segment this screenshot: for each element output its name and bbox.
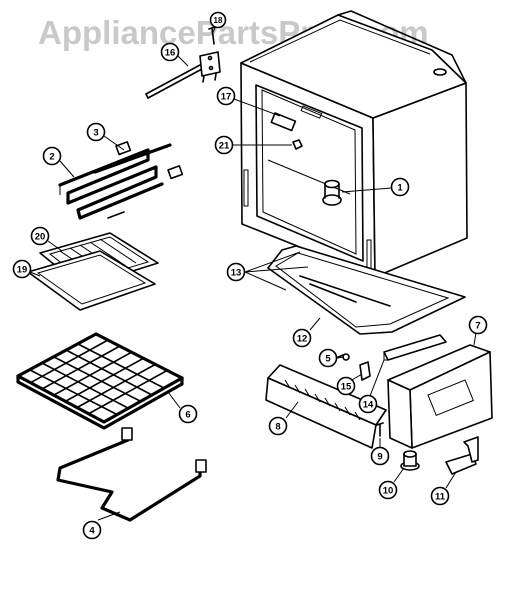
callout: 12: [292, 328, 312, 348]
callout-label: 16: [165, 48, 176, 59]
callout: 3: [86, 122, 106, 142]
oven-rack: [16, 332, 184, 430]
broil-pan: [27, 250, 156, 311]
callout: 20: [30, 226, 50, 246]
broil-element: [58, 141, 184, 220]
oven-cavity: [240, 10, 468, 278]
callout-label: 12: [297, 334, 308, 345]
kick-panel: [265, 364, 387, 449]
callout: 5: [318, 348, 338, 368]
callout: 11: [430, 486, 450, 506]
callout: 17: [216, 86, 236, 106]
callout: 15: [336, 376, 356, 396]
callout-label: 20: [35, 232, 46, 243]
leader-lines: [29, 25, 477, 521]
callout-label: 17: [221, 92, 232, 103]
callout-label: 8: [275, 422, 280, 433]
callout-label: 18: [214, 16, 223, 25]
callout-label: 3: [93, 128, 98, 139]
callout: 14: [358, 394, 378, 414]
callout-label: 1: [397, 183, 403, 194]
callout: 13: [226, 262, 246, 282]
callout: 21: [214, 135, 234, 155]
callout: 6: [178, 404, 198, 424]
callout: 8: [268, 416, 288, 436]
callout: 18: [209, 11, 227, 29]
oven-sensor-probe: [145, 51, 221, 99]
callout-label: 10: [383, 486, 394, 497]
callout-label: 7: [475, 321, 480, 332]
callout-label: 4: [89, 526, 95, 537]
leg-bracket: [445, 436, 479, 475]
callout-label: 13: [231, 268, 242, 279]
drawer-rail: [383, 334, 447, 361]
callout: 10: [378, 480, 398, 500]
callout: 9: [370, 446, 390, 466]
probe-mounting-screw: [208, 26, 216, 45]
callout-label: 11: [435, 492, 446, 503]
bake-element: [56, 427, 207, 522]
leveling-leg: [400, 450, 420, 471]
mounting-bracket: [359, 361, 371, 381]
callout-label: 21: [219, 141, 230, 152]
callout: 19: [12, 259, 32, 279]
callout-label: 2: [49, 152, 54, 163]
callout-label: 15: [341, 382, 352, 393]
callout: 7: [468, 315, 488, 335]
oven-bottom-panel: [267, 245, 466, 335]
callout-label: 6: [185, 410, 190, 421]
callout-label: 19: [17, 265, 28, 276]
callout: 4: [82, 520, 102, 540]
small-screw: [376, 422, 384, 437]
callout: 1: [390, 177, 410, 197]
callout-label: 5: [325, 354, 331, 365]
callout: 16: [160, 42, 180, 62]
side-panel: [387, 344, 493, 449]
callout-label: 9: [377, 452, 382, 463]
callout: 2: [42, 146, 62, 166]
callout-label: 14: [363, 400, 374, 411]
